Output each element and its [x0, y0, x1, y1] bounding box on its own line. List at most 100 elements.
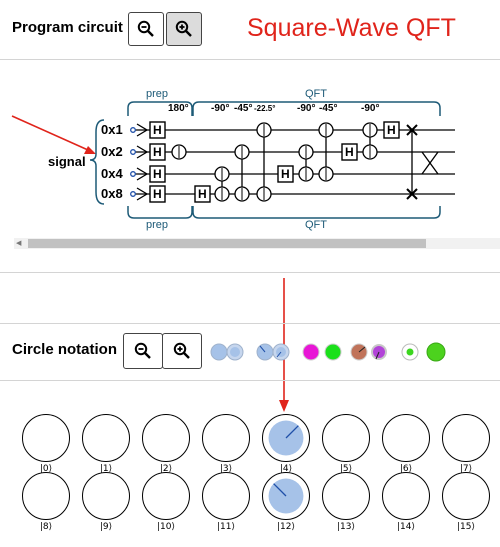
state-label: |5⟩	[339, 463, 353, 474]
qft-angle-4: -90°	[297, 103, 316, 114]
zoom-in-icon	[173, 342, 190, 359]
state-circle[interactable]	[322, 472, 370, 520]
hadamard-gates	[149, 121, 400, 203]
prep-angle: 180°	[168, 103, 189, 114]
state-label: |6⟩	[399, 463, 413, 474]
prep-label-top[interactable]: prep	[146, 88, 169, 100]
qft-label-bottom[interactable]: QFT	[305, 219, 327, 231]
swap-gate	[406, 124, 418, 200]
state-circle[interactable]	[262, 472, 310, 520]
qubit-label-2[interactable]: 0x2	[101, 144, 123, 159]
state-circle-outline	[202, 472, 250, 520]
qubit-label-8[interactable]: 0x8	[101, 186, 123, 201]
h-gate-label: H	[153, 123, 162, 137]
annotation-arrow-vertical	[279, 278, 289, 412]
h-gate-label: H	[345, 145, 354, 159]
circle-zoom-out-button[interactable]	[123, 333, 163, 369]
qft-angle-2: -45°	[234, 103, 253, 114]
state-label: |0⟩	[39, 463, 53, 474]
annotation-title: Square-Wave QFT	[247, 14, 456, 42]
state-label: |3⟩	[219, 463, 233, 474]
state-circle[interactable]	[22, 414, 70, 462]
h-gate-label: H	[198, 187, 207, 201]
state-circle[interactable]	[322, 414, 370, 462]
magenta-green-icon[interactable]	[302, 343, 342, 361]
state-circle-outline	[382, 414, 430, 462]
circuit-zoom-in-button[interactable]	[166, 12, 202, 46]
phase-line	[273, 483, 287, 497]
circle-grid	[22, 414, 490, 520]
qft-label-top[interactable]: QFT	[305, 88, 327, 100]
annotation-arrow-head	[84, 146, 96, 154]
qubit-label-1[interactable]: 0x1	[101, 122, 123, 137]
qft-angle-5: -45°	[319, 103, 338, 114]
divider	[0, 323, 500, 324]
control-lines	[221, 130, 413, 194]
state-circle[interactable]	[202, 472, 250, 520]
qubit-label-4[interactable]: 0x4	[101, 166, 123, 181]
state-label: |2⟩	[159, 463, 173, 474]
h-gate-label: H	[153, 145, 162, 159]
scroll-left-icon[interactable]: ◀	[16, 240, 22, 247]
wire-crossing	[421, 151, 439, 175]
input-dots	[130, 127, 136, 197]
state-label: |8⟩	[39, 521, 53, 532]
circle-notation-label: Circle notation	[12, 341, 118, 358]
register-name: signal	[48, 154, 86, 169]
state-circle-outline	[82, 414, 130, 462]
prep-frame-bottom	[127, 206, 193, 219]
brown-purple-icon[interactable]	[350, 343, 387, 361]
state-circle-outline	[322, 472, 370, 520]
state-circle[interactable]	[82, 414, 130, 462]
state-circle-outline	[22, 472, 70, 520]
qft-frame-top	[192, 101, 441, 116]
state-label: |12⟩	[277, 521, 295, 532]
state-circle[interactable]	[22, 472, 70, 520]
qubit-wires	[135, 129, 455, 195]
state-circle-outline	[322, 414, 370, 462]
green-dot-icon[interactable]	[401, 342, 446, 362]
state-circle-outline	[382, 472, 430, 520]
zoom-out-icon	[134, 342, 151, 359]
state-circle[interactable]	[142, 472, 190, 520]
phase-line	[285, 425, 299, 439]
annotation-arrow	[11, 115, 89, 151]
state-circle[interactable]	[82, 472, 130, 520]
h-gate-label: H	[281, 167, 290, 181]
zoom-out-icon	[137, 20, 154, 37]
divider	[0, 380, 500, 381]
state-label: |11⟩	[217, 521, 235, 532]
state-label: |15⟩	[457, 521, 475, 532]
display-mode-icons	[210, 342, 446, 362]
state-circle-outline	[82, 472, 130, 520]
state-circle[interactable]	[442, 414, 490, 462]
state-circle[interactable]	[142, 414, 190, 462]
register-brace	[89, 119, 105, 205]
state-circle[interactable]	[202, 414, 250, 462]
phase-blue-icon[interactable]	[210, 343, 290, 361]
state-circle-outline	[442, 414, 490, 462]
prep-frame-top	[127, 101, 193, 116]
divider	[0, 272, 500, 273]
state-label: |9⟩	[99, 521, 113, 532]
prep-arrows	[136, 123, 149, 201]
state-circle[interactable]	[382, 414, 430, 462]
circle-zoom-in-button[interactable]	[162, 333, 202, 369]
state-circle-outline	[442, 472, 490, 520]
state-circle-outline	[202, 414, 250, 462]
state-circle-outline	[22, 414, 70, 462]
state-circle[interactable]	[442, 472, 490, 520]
circuit-zoom-out-button[interactable]	[128, 12, 164, 46]
state-circle-outline	[142, 472, 190, 520]
prep-label-bottom[interactable]: prep	[146, 219, 169, 231]
h-gate-label: H	[387, 123, 396, 137]
state-circle[interactable]	[262, 414, 310, 462]
state-circle[interactable]	[382, 472, 430, 520]
state-label: |14⟩	[397, 521, 415, 532]
state-label: |1⟩	[99, 463, 113, 474]
circuit-scroll-thumb[interactable]	[28, 239, 426, 248]
circuit-diagram	[11, 101, 455, 219]
state-label: |7⟩	[459, 463, 473, 474]
qft-angle-6: -90°	[361, 103, 380, 114]
state-label: |4⟩	[279, 463, 293, 474]
